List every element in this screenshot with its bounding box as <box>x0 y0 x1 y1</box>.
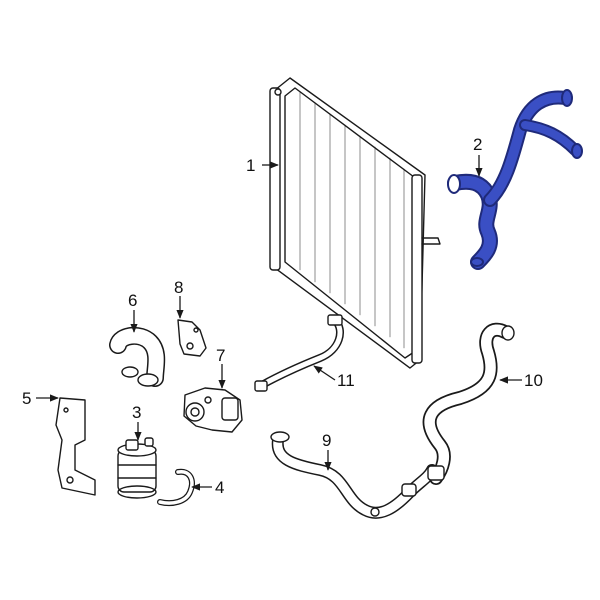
callout-3: 3 <box>132 403 141 422</box>
callout-4: 4 <box>215 478 224 497</box>
callout-7: 7 <box>216 346 225 365</box>
hose-elbow[interactable] <box>109 326 166 387</box>
valve-housing[interactable] <box>183 387 243 433</box>
leader-lines <box>36 155 522 491</box>
callout-1: 1 <box>246 156 255 175</box>
water-pump[interactable] <box>117 437 157 499</box>
callout-8: 8 <box>174 278 183 297</box>
callout-11: 11 <box>337 371 355 390</box>
callout-10: 10 <box>524 371 543 390</box>
radiator[interactable] <box>269 77 441 369</box>
bracket[interactable] <box>177 319 207 357</box>
lower-hose[interactable] <box>270 431 438 519</box>
highlighted-hose-part-2[interactable] <box>447 89 583 270</box>
callout-labels: 1 2 3 4 5 6 7 8 9 10 11 <box>22 135 543 497</box>
long-hose[interactable] <box>422 322 515 485</box>
callout-2: 2 <box>473 135 482 154</box>
mounting-bracket[interactable] <box>55 397 96 496</box>
callout-5: 5 <box>22 389 31 408</box>
small-hose[interactable] <box>254 314 344 392</box>
clamp-strap[interactable] <box>157 468 195 507</box>
callout-6: 6 <box>128 291 137 310</box>
callout-9: 9 <box>322 431 331 450</box>
radiator-fins <box>299 91 405 349</box>
leader-11 <box>313 365 336 381</box>
